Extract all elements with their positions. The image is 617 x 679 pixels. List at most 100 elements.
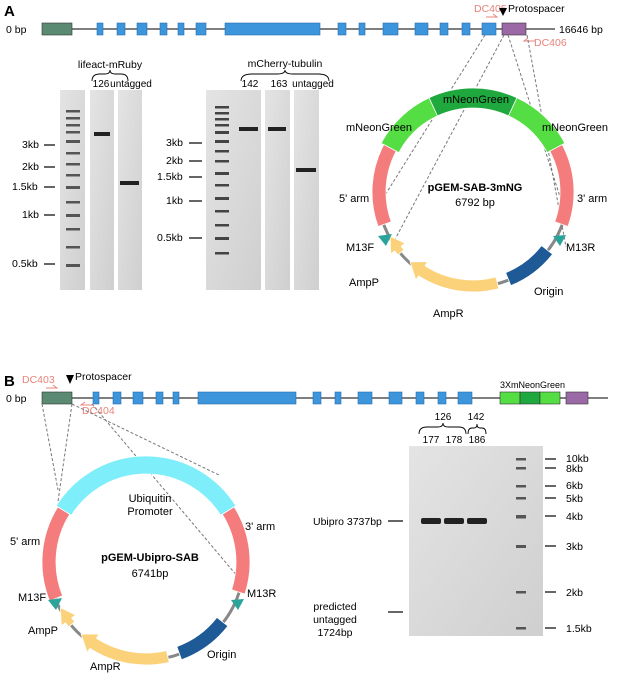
plasmid-a-origin: Origin bbox=[534, 286, 563, 298]
gel2-band-untagged bbox=[296, 168, 316, 172]
plasmid-b-origin-seg bbox=[176, 616, 229, 661]
gel-mcherry: mCherry-tubulin 142 163 untagged 3kb 2kb… bbox=[157, 58, 334, 290]
plasmid-map-b: Ubiquitin Promoter 5' arm 3' arm pGEM-Ub… bbox=[10, 455, 276, 673]
panel-a-label: A bbox=[4, 3, 15, 20]
plasmid-b-name: pGEM-Ubipro-SAB bbox=[101, 552, 199, 564]
gelb-group-126: 126 bbox=[435, 412, 452, 423]
plasmid-a-seg-left: mNeonGreen bbox=[346, 122, 412, 134]
primer-dc406-arrow bbox=[522, 37, 535, 42]
exon bbox=[357, 391, 373, 405]
gelb-lane-178: 178 bbox=[446, 435, 463, 446]
gel1-lane-1 bbox=[90, 90, 114, 290]
plasmid-b-segments bbox=[41, 455, 251, 666]
panel-b-label: B bbox=[4, 373, 15, 390]
primer-dc406: DC406 bbox=[534, 37, 567, 49]
plasmid-b-ubiquitin-seg bbox=[55, 455, 237, 516]
gel-ubipro: 126 142 177 178 186 Ubipro 3737bp predic… bbox=[313, 412, 592, 639]
exon bbox=[481, 22, 497, 36]
gel2-lane-2 bbox=[265, 90, 290, 290]
plasmid-a-ampp-seg bbox=[389, 235, 406, 256]
exon bbox=[337, 22, 347, 36]
plasmid-a-seg-top: mNeonGreen bbox=[443, 94, 509, 106]
plasmid-a-ampr: AmpR bbox=[433, 308, 464, 320]
primer-dc405: DC405 bbox=[474, 3, 507, 15]
map-b-tag-label: 3XmNeonGreen bbox=[500, 380, 565, 390]
map-b-tag bbox=[499, 391, 589, 405]
gel1-band-untagged bbox=[120, 181, 139, 185]
exon bbox=[461, 22, 471, 36]
gelb-marker-5kb: 5kb bbox=[566, 493, 583, 505]
plasmid-b-arm3: 3' arm bbox=[245, 521, 275, 533]
gel1-brace bbox=[91, 69, 129, 82]
plasmid-b-arm3 bbox=[221, 506, 251, 595]
plasmid-b-m13r: M13R bbox=[247, 588, 276, 600]
exon bbox=[159, 22, 168, 36]
exon bbox=[177, 22, 185, 36]
exon bbox=[334, 391, 342, 405]
gelb-brace-2 bbox=[467, 423, 487, 435]
exon bbox=[96, 22, 104, 36]
exon bbox=[437, 391, 447, 405]
plasmid-a-name: pGEM-SAB-3mNG bbox=[428, 182, 523, 194]
map-a-left-block bbox=[41, 22, 73, 36]
plasmid-b-origin: Origin bbox=[207, 649, 236, 661]
gel1-band-126 bbox=[94, 132, 110, 136]
gelb-markers: 10kb 8kb 6kb 5kb 4kb 3kb 2kb 1.5kb bbox=[545, 453, 592, 635]
map-a-end-block bbox=[501, 22, 527, 36]
gelb-band-186 bbox=[467, 518, 487, 524]
plasmid-a-neon-right bbox=[507, 97, 566, 154]
plasmid-b-size: 6741bp bbox=[132, 568, 169, 580]
gel2-marker-3kb: 3kb bbox=[166, 137, 183, 149]
gel1-marker-0.5kb: 0.5kb bbox=[12, 258, 38, 270]
plasmid-a-ampr-seg bbox=[409, 261, 500, 293]
plasmid-a-m13r-icon bbox=[553, 235, 566, 246]
exon bbox=[382, 22, 399, 36]
protospacer-marker-b bbox=[66, 375, 74, 384]
plasmid-b-m13f: M13F bbox=[18, 592, 46, 604]
exon bbox=[358, 22, 366, 36]
gel1-marker-3kb: 3kb bbox=[22, 139, 39, 151]
plasmid-b-m13r-icon bbox=[231, 599, 244, 610]
gelb-marker-2kb: 2kb bbox=[566, 587, 583, 599]
plasmid-a-arm5: 5' arm bbox=[339, 193, 369, 205]
gene-map-a: 0 bp 16646 bp DC405 DC406 Protospacer bbox=[6, 3, 603, 49]
gelb-pred-2: untagged bbox=[313, 614, 357, 626]
plasmid-a-segments bbox=[371, 87, 575, 293]
exon bbox=[312, 391, 322, 405]
exon bbox=[439, 22, 449, 36]
plasmid-a-size: 6792 bp bbox=[455, 197, 495, 209]
gel2-lane-3 bbox=[294, 90, 319, 290]
plasmid-b-promoter-1: Ubiquitin bbox=[129, 493, 172, 505]
gel1-lane-126: 126 bbox=[93, 79, 110, 90]
exon bbox=[415, 391, 425, 405]
gel1-group-label: lifeact-mRuby bbox=[78, 59, 143, 71]
gel2-marker-1kb: 1kb bbox=[166, 195, 183, 207]
plasmid-a-ampp: AmpP bbox=[349, 277, 379, 289]
plasmid-b-ampp: AmpP bbox=[28, 625, 58, 637]
map-b-start: 0 bp bbox=[6, 393, 27, 405]
plasmid-a-origin-seg bbox=[505, 245, 554, 287]
plasmid-a-arm3: 3' arm bbox=[577, 193, 607, 205]
gelb-brace-1 bbox=[418, 422, 467, 435]
map-a-start: 0 bp bbox=[6, 24, 27, 36]
exon bbox=[132, 391, 144, 405]
gelb-group-142: 142 bbox=[468, 412, 485, 423]
gelb-lane-186: 186 bbox=[469, 435, 486, 446]
gel2-brace bbox=[240, 69, 330, 82]
gelb-band-178 bbox=[444, 518, 464, 524]
gelb-marker-10kb: 10kb bbox=[566, 453, 589, 465]
gelb-band-177 bbox=[421, 518, 441, 524]
exon bbox=[155, 391, 164, 405]
gel-lifeact: lifeact-mRuby 126 untagged 3kb 2kb 1.5kb… bbox=[12, 59, 152, 290]
gel1-marker-1kb: 1kb bbox=[22, 209, 39, 221]
exon bbox=[195, 22, 207, 36]
primer-dc403: DC403 bbox=[22, 374, 55, 386]
primer-dc403-arrow bbox=[46, 384, 59, 389]
plasmid-a-arm3 bbox=[549, 144, 575, 228]
gel2-band-142 bbox=[239, 127, 258, 131]
exon bbox=[116, 22, 126, 36]
gel2-markers: 3kb 2kb 1.5kb 1kb 0.5kb bbox=[157, 137, 202, 244]
gel1-ladder-lane bbox=[60, 90, 85, 290]
gelb-lane-177: 177 bbox=[423, 435, 440, 446]
